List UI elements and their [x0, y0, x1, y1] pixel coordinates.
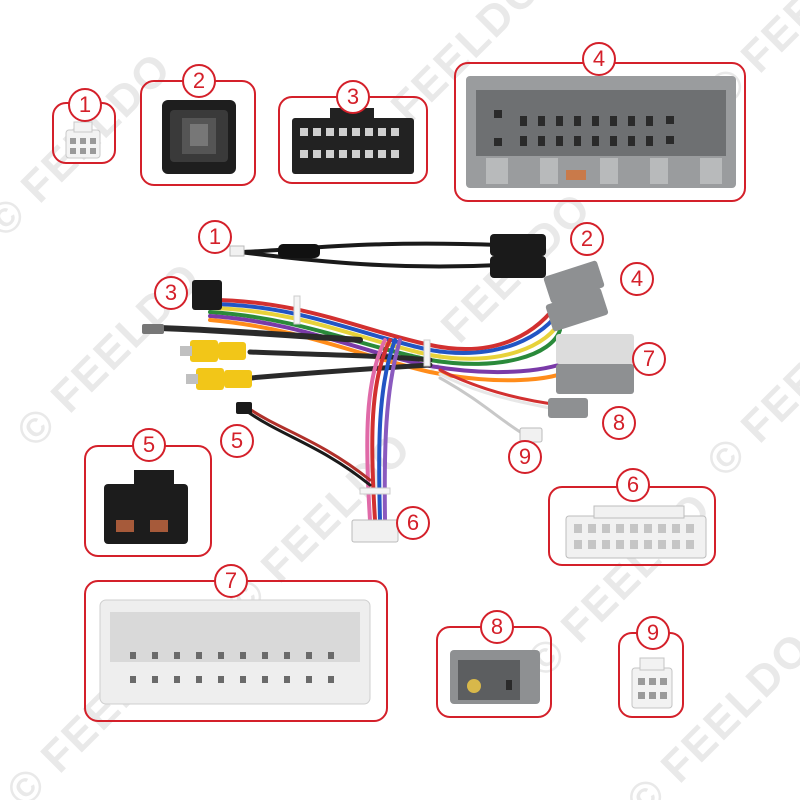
callout-6-detail: 6 [616, 468, 650, 502]
rca-plug-yellow-1b [218, 342, 246, 360]
callout-9-harness: 9 [508, 440, 542, 474]
antenna-plug [142, 324, 164, 334]
connector-4-plug [543, 260, 605, 304]
connector-5-detail [104, 470, 188, 544]
callout-7-harness: 7 [632, 342, 666, 376]
connector-7-housing [556, 364, 634, 394]
rca-plug-yellow-1 [190, 340, 218, 362]
connector-1-detail [65, 121, 101, 159]
callout-9-detail: 9 [636, 616, 670, 650]
callout-1-detail: 1 [68, 88, 102, 122]
connector-3-plug [192, 280, 222, 310]
wiring-harness [157, 234, 572, 522]
callout-6-harness: 6 [396, 506, 430, 540]
callout-2-detail: 2 [182, 64, 216, 98]
connector-4-detail [466, 76, 736, 188]
rca-plug-yellow-2b [224, 370, 252, 388]
callout-3-harness: 3 [154, 276, 188, 310]
connector-7-plug [556, 334, 634, 364]
callout-3-detail: 3 [336, 80, 370, 114]
callout-1-harness: 1 [198, 220, 232, 254]
callout-8-detail: 8 [480, 610, 514, 644]
connector-8-plug [548, 398, 588, 418]
connector-6-plug [351, 519, 399, 543]
connector-3-detail [292, 108, 414, 174]
callout-5-detail: 5 [132, 428, 166, 462]
connector-5-plug [236, 402, 252, 414]
connector-6-detail [565, 505, 707, 559]
callout-7-detail: 7 [214, 564, 248, 598]
connector-7-detail [99, 599, 371, 705]
rca-plug-yellow-2 [196, 368, 224, 390]
connector-9-detail [631, 657, 673, 709]
callout-5-harness: 5 [220, 424, 254, 458]
connector-2-detail [162, 100, 236, 174]
connector-4-plug-b [545, 288, 609, 332]
callout-4-detail: 4 [582, 42, 616, 76]
callout-8-harness: 8 [602, 406, 636, 440]
connector-8-detail [450, 650, 540, 704]
callout-4-harness: 4 [620, 262, 654, 296]
callout-2-harness: 2 [570, 222, 604, 256]
